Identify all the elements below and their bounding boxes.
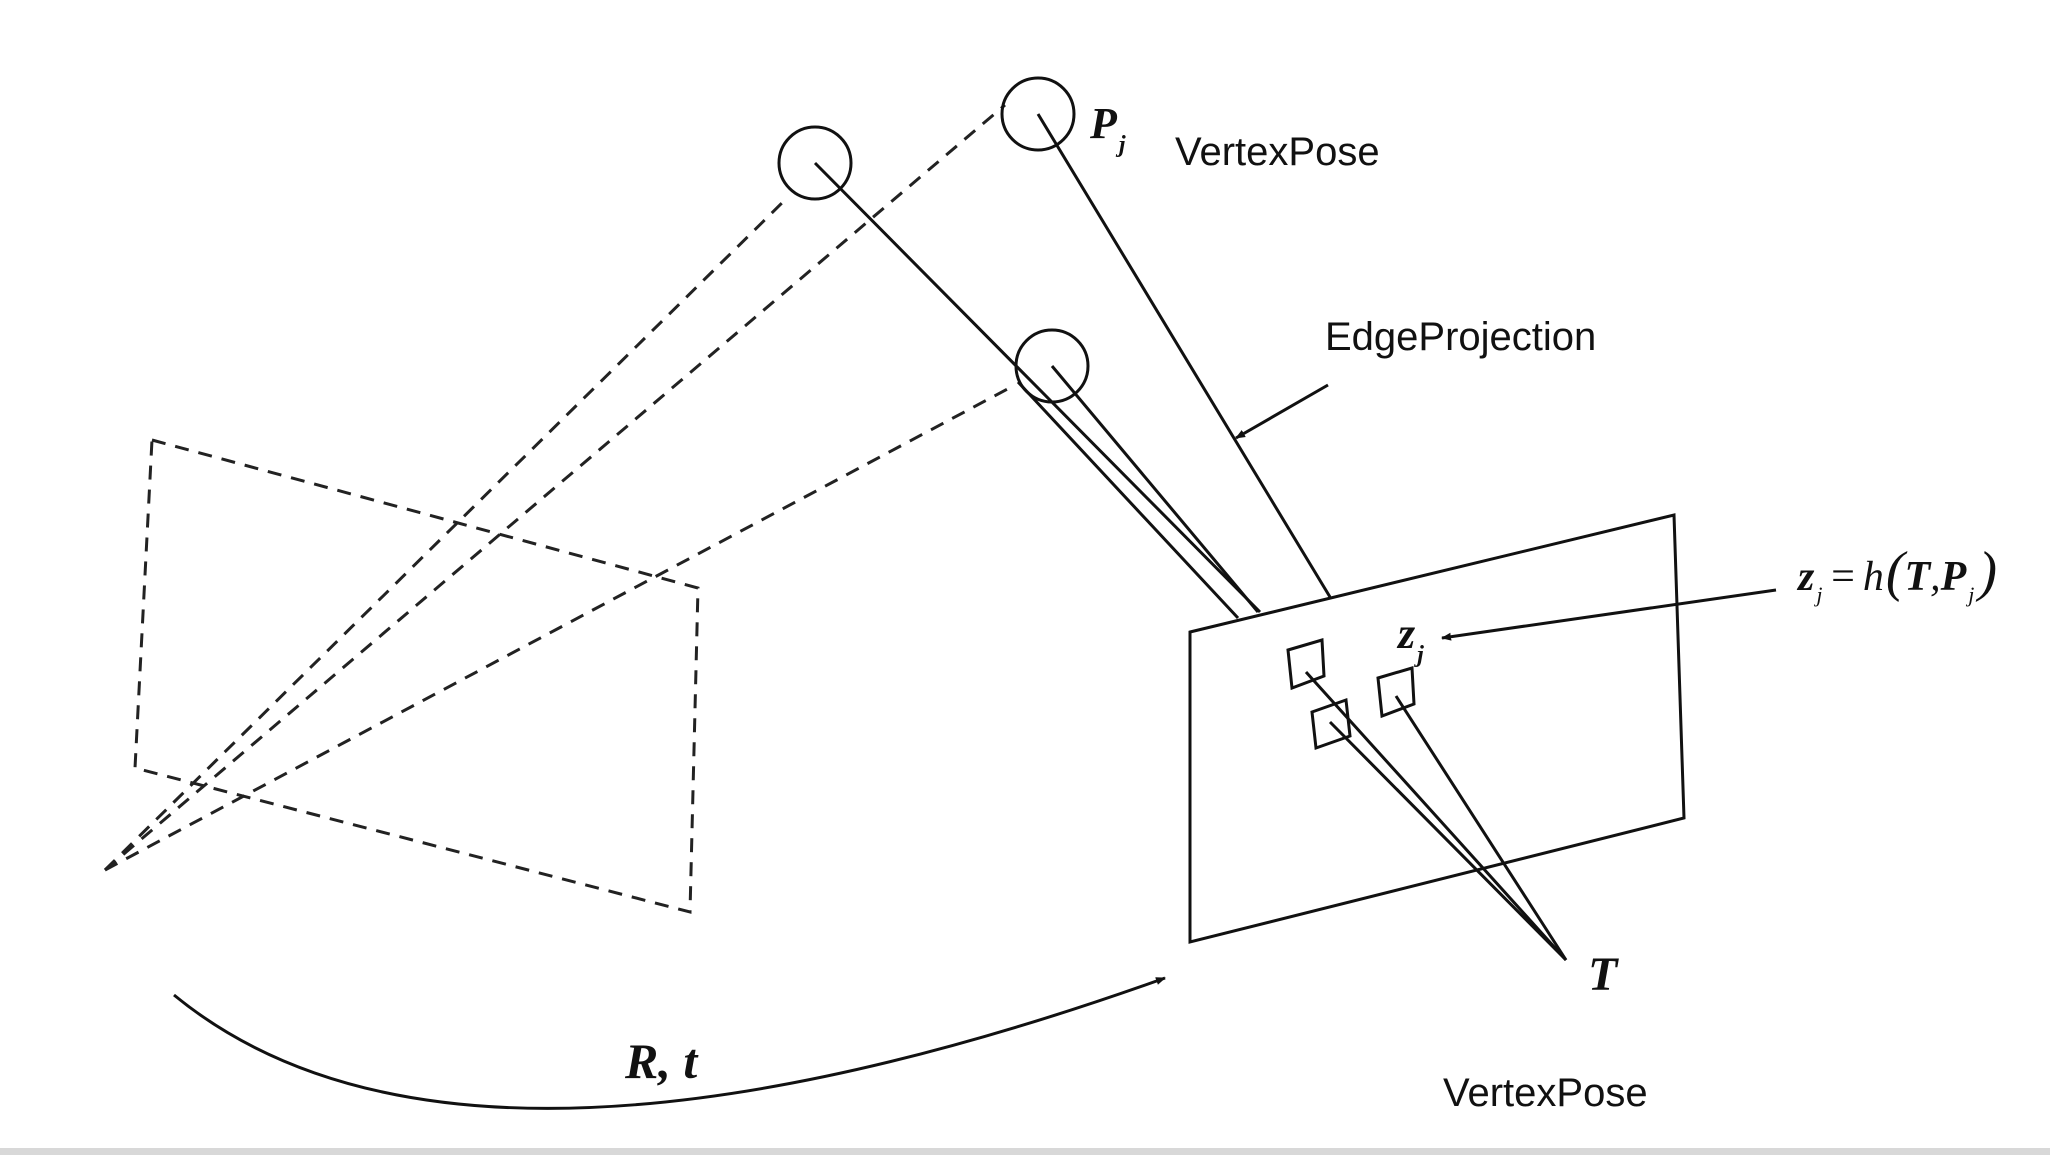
equation-z-sub: j <box>1813 582 1822 607</box>
bottom-edge-strip <box>0 1148 2050 1155</box>
projection-ray-3b <box>1050 365 1260 613</box>
translation-label: t <box>683 1033 699 1089</box>
equation-comma: , <box>1930 554 1941 600</box>
measurement-label: zj <box>1396 609 1424 668</box>
equation-equals: = <box>1828 554 1856 600</box>
measurement-square-3 <box>1376 666 1416 719</box>
landmark-point-1 <box>777 125 853 201</box>
measurement-equation: zj=h(T,Pj) <box>1796 541 1997 607</box>
measurement-squares <box>1286 638 1416 751</box>
measurement-arrow <box>1441 588 1777 641</box>
rotation-label: R <box>624 1033 658 1089</box>
projection-rays <box>813 113 1332 620</box>
pose-ray-2 <box>1328 720 1568 962</box>
equation-h: h <box>1863 554 1884 600</box>
rotation-translation-label: R, t <box>624 1033 699 1089</box>
equation-open-paren: ( <box>1886 541 1908 603</box>
current-image-plane <box>1188 513 1686 944</box>
previous-camera-ray-1 <box>103 198 787 872</box>
measurement-label-symbol: z <box>1396 609 1415 658</box>
equation-close-paren: ) <box>1975 541 1997 603</box>
projection-ray-2 <box>1036 113 1332 598</box>
measurement-label-sub: j <box>1413 642 1424 668</box>
previous-camera-ray-3 <box>104 383 1016 872</box>
vertex-pose-bottom-label: VertexPose <box>1443 1071 1648 1115</box>
pose-ray-1 <box>1304 670 1568 962</box>
edge-projection-label: EdgeProjection <box>1325 315 1596 359</box>
projection-ray-3a <box>1016 380 1240 620</box>
equation-P: P <box>1940 554 1967 600</box>
pose-ray-3 <box>1394 695 1568 961</box>
rotation-translation-arrow <box>173 976 1166 1110</box>
equation-z: z <box>1796 554 1815 600</box>
equation-P-sub: j <box>1965 582 1974 607</box>
projection-ray-1 <box>813 161 1262 614</box>
point-label-sub: j <box>1115 132 1126 158</box>
measurement-square-1 <box>1286 638 1326 691</box>
previous-camera-ray-2 <box>104 103 1006 872</box>
equation-T: T <box>1904 554 1932 600</box>
previous-image-plane <box>133 438 700 914</box>
vertex-pose-top-label: VertexPose <box>1175 130 1380 174</box>
point-label-symbol: P <box>1089 99 1118 148</box>
rt-comma: , <box>656 1033 683 1089</box>
landmark-point-2 <box>1000 76 1076 152</box>
point-label: Pj <box>1089 99 1126 158</box>
previous-camera <box>103 103 1016 914</box>
landmark-points <box>777 76 1090 404</box>
transform-label: T <box>1588 948 1619 1001</box>
edge-projection-arrow <box>1235 383 1329 440</box>
pose-rays <box>1304 670 1568 962</box>
